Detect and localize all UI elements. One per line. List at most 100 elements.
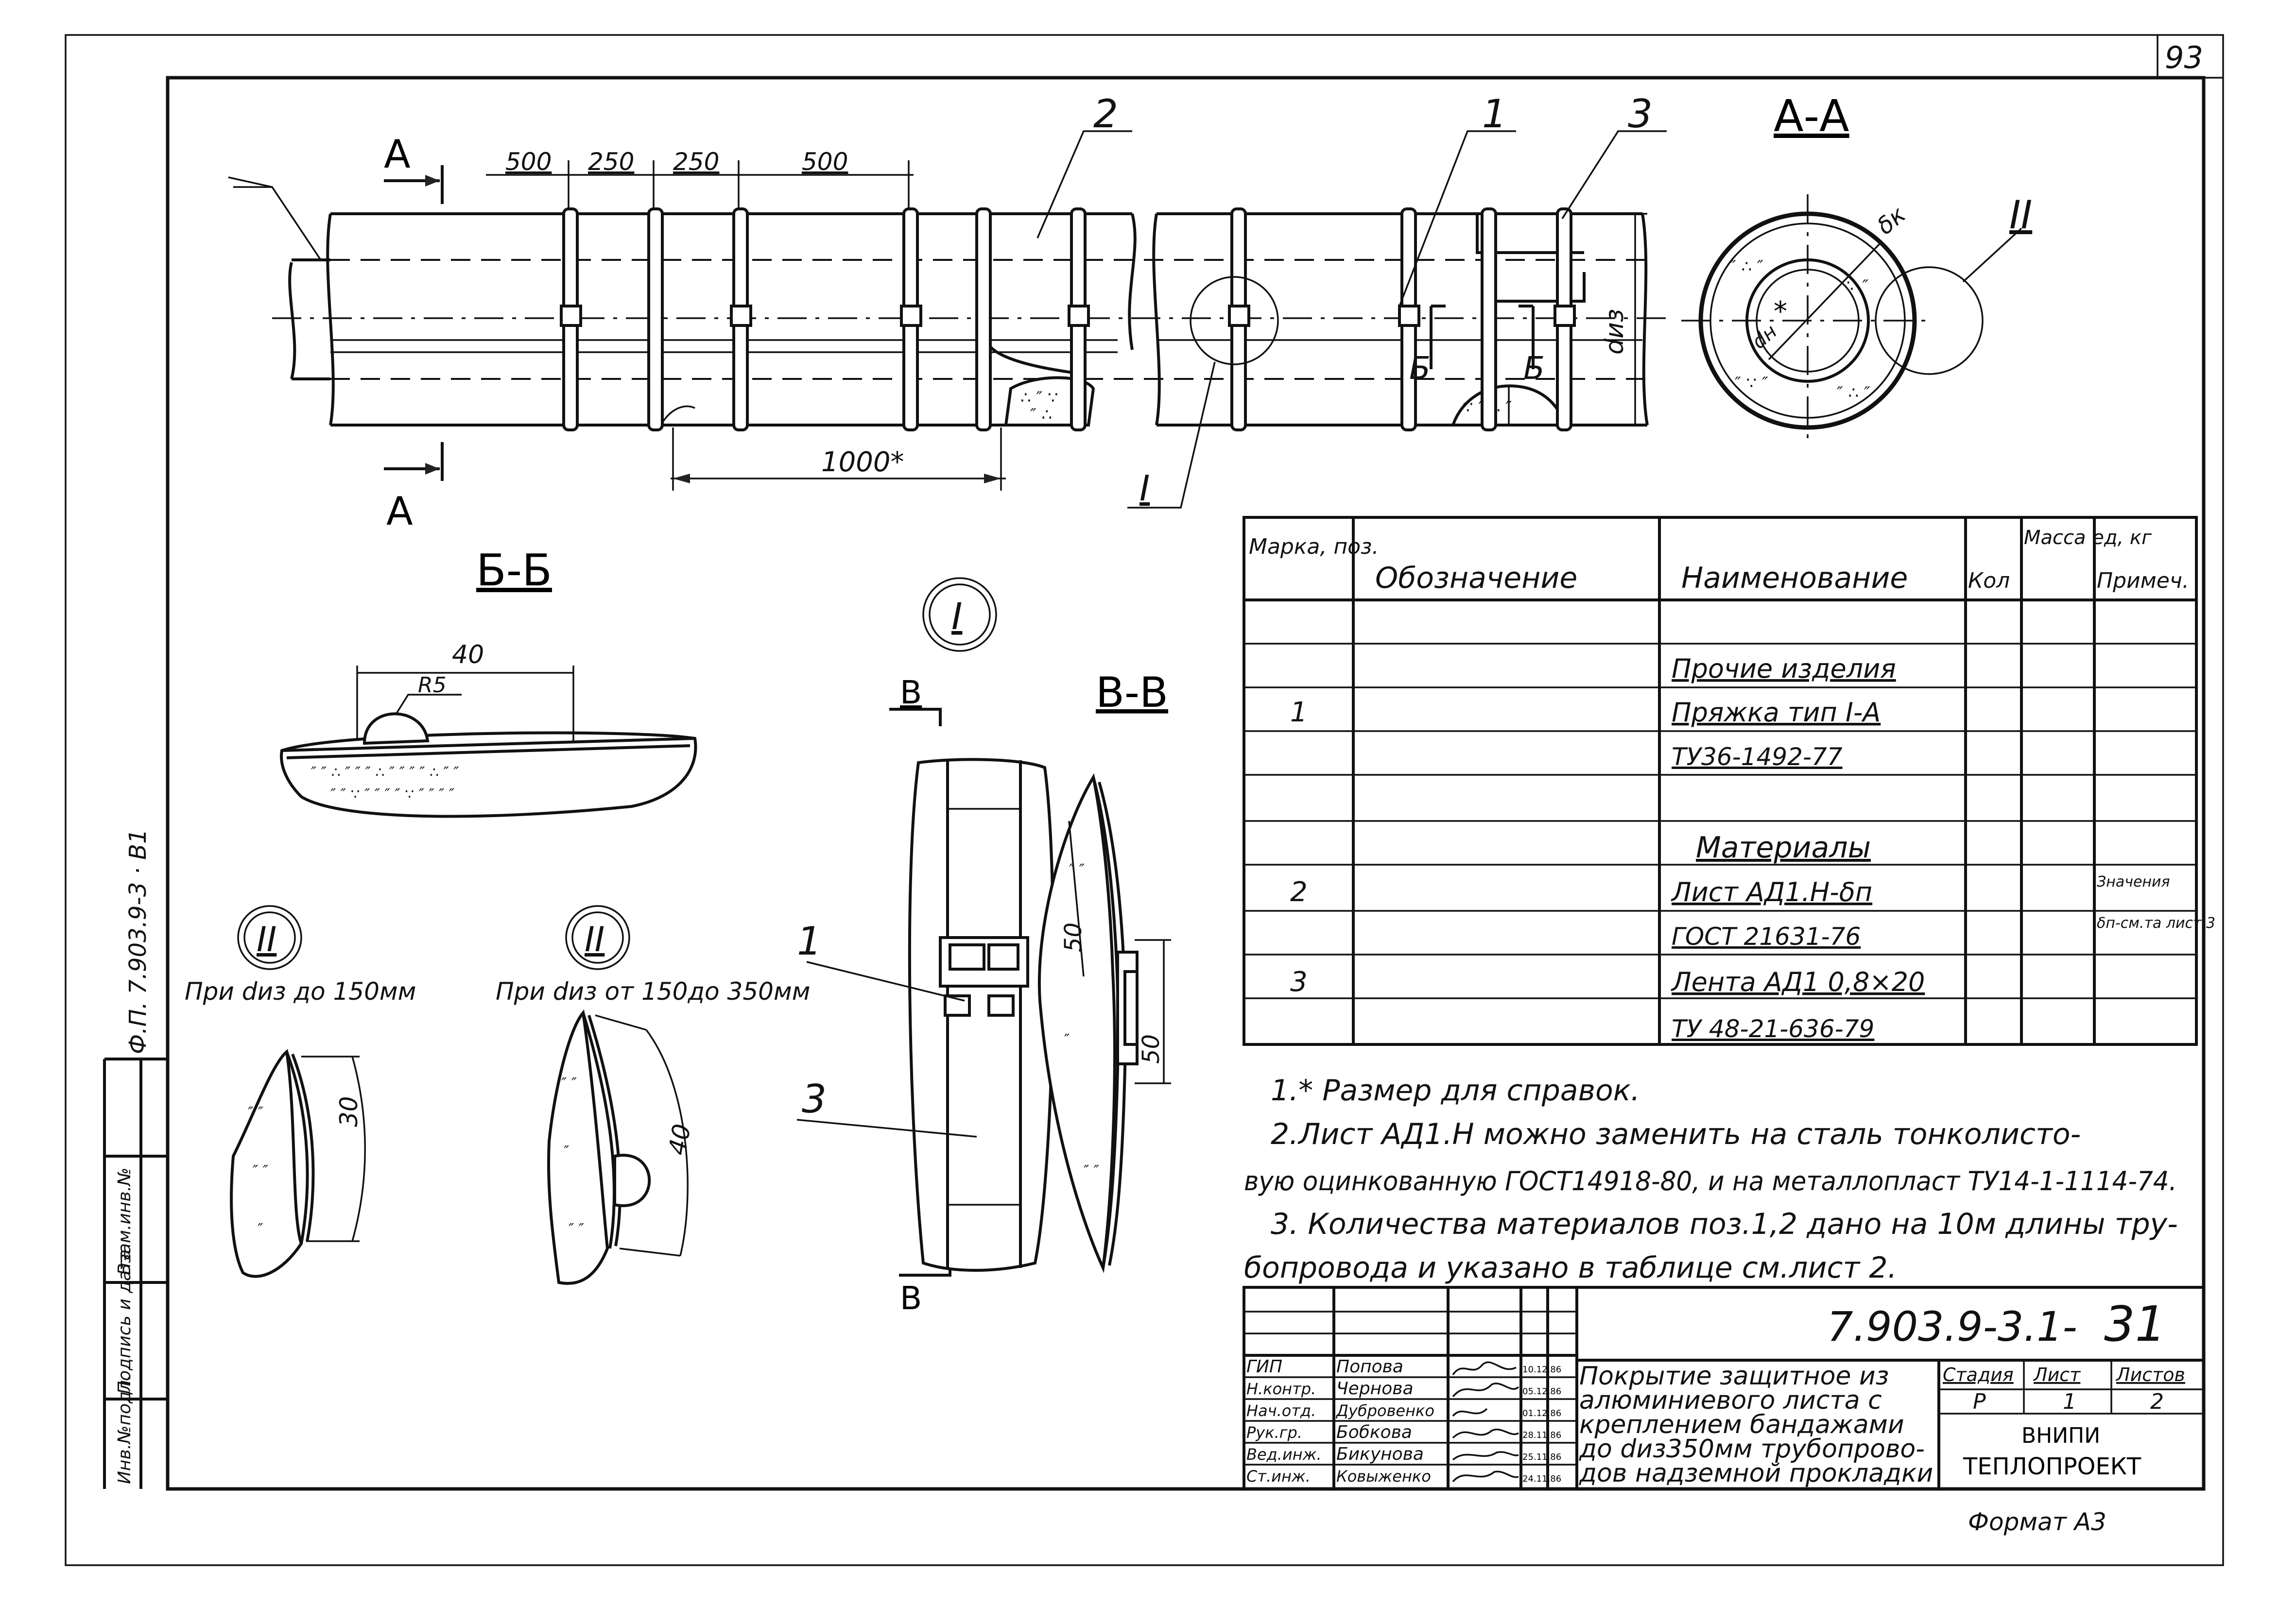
sheets-value: 2: [2150, 1389, 2164, 1414]
node-2-large: II При dиз от 150до 350мм 40 ″ ″ ″ ″ ″: [496, 905, 810, 1285]
dimension-1000: 1000*: [671, 427, 1006, 491]
role-label: Н.контр.: [1246, 1380, 1316, 1398]
section-vv-title: В-В: [1096, 668, 1168, 717]
col-header-designation: Обозначение: [1375, 561, 1577, 595]
sheet-code: 31: [2104, 1296, 2166, 1352]
svg-text:″ ″: ″ ″: [561, 1075, 577, 1092]
sheet-outer-border: [65, 34, 2224, 1566]
svg-text:II: II: [257, 920, 276, 959]
description-line: дов надземной прокладки: [1579, 1459, 1933, 1488]
buckle: [1554, 305, 1576, 327]
side-stamp-replace: Взам.инв.№: [115, 1167, 135, 1275]
svg-text:II: II: [585, 920, 604, 959]
role-label: Вед.инж.: [1246, 1445, 1322, 1464]
dim-500-left: 500: [505, 148, 552, 176]
col-header-note: Примеч.: [2097, 568, 2189, 593]
dim-500-right: 500: [802, 148, 848, 176]
format-label: Формат А3: [1968, 1508, 2106, 1536]
table-row: Прочие изделия: [1672, 653, 1896, 684]
role-date: 24.11.86: [1522, 1474, 1561, 1484]
note-1: 1.* Размер для справок.: [1271, 1074, 1640, 1108]
col-header-pos: Марка, поз.: [1249, 534, 1379, 559]
svg-text:″ ″: ″ ″: [569, 1221, 585, 1238]
note-3: 3. Количества материалов поз.1,2 дано на…: [1271, 1207, 2178, 1241]
band: [1481, 207, 1497, 431]
section-bb: Б-Б 40 R5 ″ ″ ∴ ″ ″ ″ ∴ ″ ″ ″ ″ ∴ ″ ″ ″ …: [280, 545, 697, 818]
side-stamp-inv: Инв.№подл.: [115, 1375, 135, 1484]
table-row: 2: [1290, 876, 1308, 908]
dimension-diz: dиз: [1600, 213, 1647, 426]
svg-text:″: ″: [258, 1221, 263, 1238]
svg-text:Б: Б: [1409, 351, 1431, 387]
svg-text:I: I: [951, 595, 962, 638]
svg-text:″ ∴: ″ ∴: [1030, 405, 1052, 425]
description-line: алюминиевого листа с: [1579, 1386, 1882, 1415]
description-line: Покрытие защитное из: [1579, 1362, 1889, 1391]
table-row: Пряжка тип I-А: [1672, 697, 1881, 728]
position-callouts: 2 1 3: [1036, 91, 1667, 307]
node-1-callout: I: [1139, 468, 1150, 509]
role-name: Чернова: [1336, 1379, 1414, 1399]
svg-text:∵ ″: ∵ ″: [1847, 276, 1868, 296]
table-row: ГОСТ 21631-76: [1672, 923, 1861, 951]
table-row: ТУ36-1492-77: [1672, 743, 1843, 771]
dim-250-left: 250: [588, 148, 634, 176]
drawing-frame: [166, 76, 2206, 1491]
specification-table: Марка, поз. Обозначение Наименование Кол…: [1243, 516, 2215, 1046]
col-header-name: Наименование: [1681, 561, 1908, 595]
svg-text:″: ″: [1064, 1031, 1070, 1048]
dim-250-right: 250: [673, 148, 719, 176]
svg-text:∴ ″ ∵: ∴ ″ ∵: [1020, 388, 1058, 408]
stage-header: Стадия: [1943, 1364, 2014, 1385]
svg-text:″ ∴ ″: ″ ∴ ″: [1837, 383, 1870, 403]
node-2-caption-right: При dиз от 150до 350мм: [496, 977, 810, 1006]
node-1-v-mark-bottom: В: [900, 1280, 922, 1317]
svg-text:А: А: [384, 132, 411, 177]
band: [647, 207, 664, 431]
side-code: Ф.П. 7.903.9-3 · В1: [124, 829, 152, 1055]
bb-dim-40: 40: [452, 640, 484, 669]
svg-text:″ ∴ ″: ″ ∴ ″: [1730, 257, 1763, 276]
node-1-detail: I В В 1 3: [796, 577, 1055, 1317]
buckle: [730, 305, 752, 327]
pipe-elevation: ∴ ″ ∵ ″ ∴ ∵ ″ ∴ ″: [272, 212, 1667, 427]
buckle: [1068, 305, 1090, 327]
node-1-marker: [1190, 276, 1279, 365]
table-row: Лист АД1.Н-δп: [1671, 877, 1872, 907]
section-aa-title: А-А: [1774, 91, 1849, 142]
buckle: [900, 305, 922, 327]
org-line-2: ТЕПЛОПРОЕКТ: [1963, 1453, 2141, 1480]
col-header-qty: Кол: [1968, 568, 2010, 593]
role-label: Ст.инж.: [1246, 1467, 1311, 1486]
role-date: 05.12.86: [1522, 1386, 1561, 1397]
role-label: Нач.отд.: [1246, 1401, 1316, 1420]
buckle: [1228, 305, 1250, 327]
dim-1000: 1000*: [821, 446, 904, 478]
role-name: Попова: [1336, 1357, 1403, 1377]
table-row: Лента АД1 0,8×20: [1671, 967, 1925, 997]
svg-text:″ ″ ∵ ″ ″ ″ ″ ∵ ″ ″ ″ ″: ″ ″ ∵ ″ ″ ″ ″ ∵ ″ ″ ″ ″: [330, 786, 455, 803]
svg-text:″ ″: ″ ″: [1069, 861, 1085, 878]
buckle: [560, 305, 582, 327]
svg-text:″ ″ ∴ ″ ″ ″ ∴ ″ ″ ″ ″ ∴ ″: ″ ″ ∴ ″ ″ ″ ∴ ″ ″ ″ ″ ∴ ″ ″: [311, 764, 459, 781]
title-block: 7.903.9-3.1- 31 ГИП Попова 10.12.86 Н.ко…: [1243, 1286, 2205, 1490]
vv-dim-50-outer: 50: [1138, 1034, 1165, 1064]
dim-star: *: [1774, 296, 1787, 327]
callout-3: 3: [1628, 91, 1653, 137]
node-2-marker: [1875, 266, 1984, 375]
svg-text:А: А: [386, 489, 413, 534]
role-date: 28.11.86: [1522, 1430, 1561, 1440]
svg-text:Б: Б: [1523, 351, 1545, 387]
stage-value: Р: [1973, 1389, 1986, 1414]
note-2b: вую оцинкованную ГОСТ14918-80, и на мета…: [1244, 1166, 2177, 1196]
table-row: Материалы: [1696, 831, 1871, 865]
description-line: креплением бандажами: [1579, 1410, 1904, 1439]
note-3b: бопровода и указано в таблице см.лист 2.: [1244, 1251, 1897, 1285]
buckle: [1398, 305, 1420, 327]
node-1-callout-1: 1: [797, 919, 822, 964]
sheets-header: Листов: [2115, 1364, 2185, 1385]
svg-text:″ ″: ″ ″: [253, 1162, 269, 1179]
role-label: ГИП: [1246, 1357, 1282, 1377]
role-name: Бикунова: [1336, 1444, 1424, 1464]
node-2-small: II При dиз до 150мм 30 ″ ″ ″ ″ ″: [185, 905, 416, 1278]
